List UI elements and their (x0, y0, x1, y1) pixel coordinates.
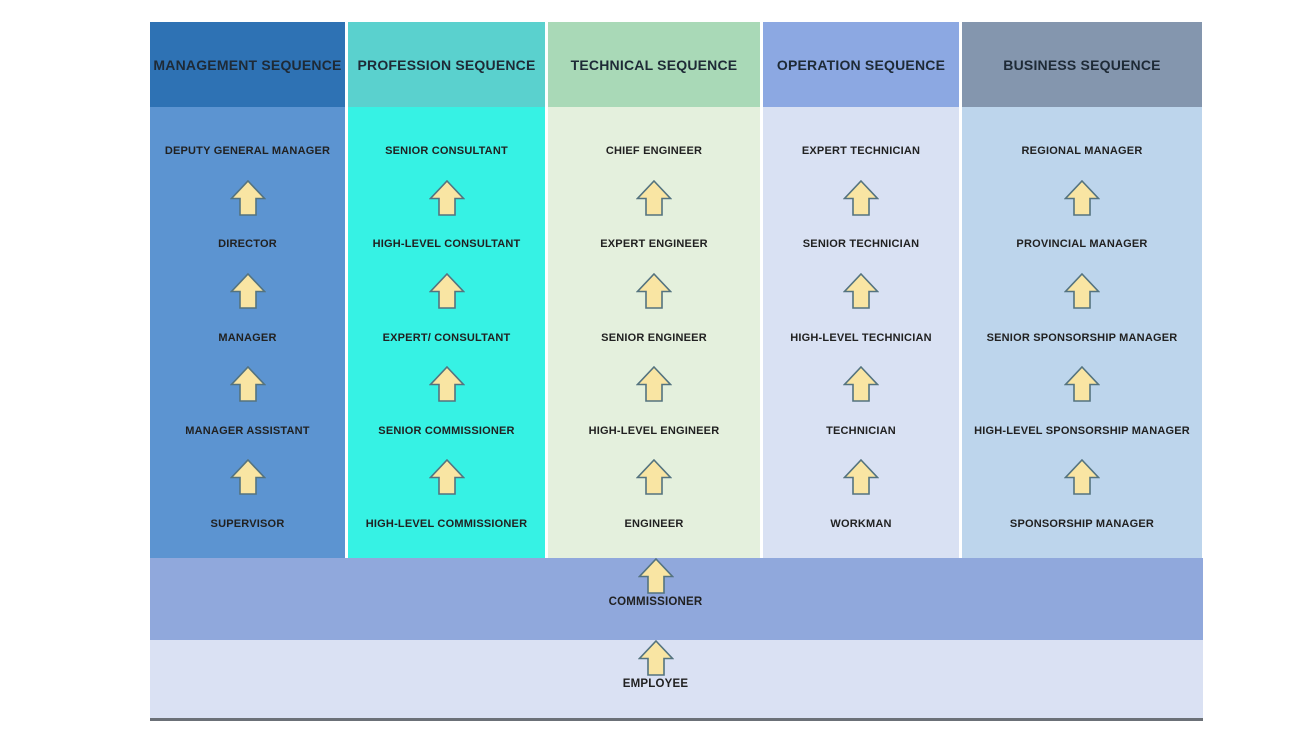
column-technical-sequence: TECHNICAL SEQUENCE CHIEF ENGINEER EXPERT… (548, 22, 760, 558)
role-label: HIGH-LEVEL CONSULTANT (372, 238, 521, 251)
column-management-sequence: MANAGEMENT SEQUENCE DEPUTY GENERAL MANAG… (150, 22, 345, 558)
up-arrow-icon (1064, 459, 1100, 495)
role-label: SENIOR CONSULTANT (385, 145, 508, 157)
up-arrow-icon (636, 366, 672, 402)
role-label: SENIOR COMMISSIONER (378, 424, 515, 437)
base-level-commissioner: COMMISSIONER (150, 558, 1203, 640)
role-label: SENIOR SPONSORSHIP MANAGER (986, 331, 1178, 344)
up-arrow-icon (230, 366, 266, 402)
up-arrow-icon (429, 273, 465, 309)
column-header: PROFESSION SEQUENCE (348, 22, 545, 107)
up-arrow-icon (1064, 366, 1100, 402)
up-arrow-icon (636, 459, 672, 495)
role-label: ENGINEER (624, 518, 684, 530)
role-label: CHIEF ENGINEER (605, 145, 703, 157)
column-header: OPERATION SEQUENCE (763, 22, 959, 107)
column-body: SENIOR CONSULTANT HIGH-LEVEL CONSULTANT … (348, 107, 545, 558)
role-label: SUPERVISOR (210, 518, 285, 530)
role-label: SENIOR TECHNICIAN (802, 238, 920, 251)
up-arrow-icon (843, 366, 879, 402)
up-arrow-icon (230, 273, 266, 309)
role-label: EXPERT ENGINEER (600, 238, 708, 251)
up-arrow-icon (429, 459, 465, 495)
role-label: PROVINCIAL MANAGER (1016, 238, 1148, 251)
role-label: HIGH-LEVEL ENGINEER (588, 424, 720, 437)
base-level-employee: EMPLOYEE (150, 640, 1203, 718)
up-arrow-icon (636, 180, 672, 216)
role-label: TECHNICIAN (826, 424, 896, 437)
column-body: DEPUTY GENERAL MANAGER DIRECTOR MANAGER … (150, 107, 345, 558)
up-arrow-icon (638, 640, 674, 676)
column-profession-sequence: PROFESSION SEQUENCE SENIOR CONSULTANT HI… (348, 22, 545, 558)
role-label: DIRECTOR (218, 238, 277, 251)
role-label: HIGH-LEVEL COMMISSIONER (365, 518, 528, 530)
up-arrow-icon (843, 273, 879, 309)
column-body: EXPERT TECHNICIAN SENIOR TECHNICIAN HIGH… (763, 107, 959, 558)
column-business-sequence: BUSINESS SEQUENCE REGIONAL MANAGER PROVI… (962, 22, 1202, 558)
role-label: SENIOR ENGINEER (601, 331, 707, 344)
up-arrow-icon (429, 180, 465, 216)
role-label: WORKMAN (830, 518, 892, 530)
sequence-columns: MANAGEMENT SEQUENCE DEPUTY GENERAL MANAG… (150, 22, 1203, 558)
up-arrow-icon (843, 459, 879, 495)
role-label: HIGH-LEVEL TECHNICIAN (790, 331, 932, 344)
bottom-border (150, 718, 1203, 721)
diagram-root: MANAGEMENT SEQUENCE DEPUTY GENERAL MANAG… (150, 22, 1203, 721)
role-label: EXPERT TECHNICIAN (801, 145, 921, 157)
role-label: HIGH-LEVEL SPONSORSHIP MANAGER (974, 424, 1190, 437)
up-arrow-icon (1064, 273, 1100, 309)
role-label: MANAGER ASSISTANT (185, 424, 310, 437)
base-level-label: EMPLOYEE (622, 678, 689, 690)
role-label: SPONSORSHIP MANAGER (1009, 518, 1155, 530)
up-arrow-icon (230, 459, 266, 495)
role-label: REGIONAL MANAGER (1021, 145, 1143, 157)
up-arrow-icon (843, 180, 879, 216)
up-arrow-icon (429, 366, 465, 402)
base-level-content: EMPLOYEE (129, 640, 1182, 690)
up-arrow-icon (638, 558, 674, 594)
role-label: MANAGER (218, 331, 277, 344)
base-level-content: COMMISSIONER (129, 558, 1182, 608)
column-body: CHIEF ENGINEER EXPERT ENGINEER SENIOR EN… (548, 107, 760, 558)
column-operation-sequence: OPERATION SEQUENCE EXPERT TECHNICIAN SEN… (763, 22, 959, 558)
up-arrow-icon (636, 273, 672, 309)
up-arrow-icon (1064, 180, 1100, 216)
column-header: TECHNICAL SEQUENCE (548, 22, 760, 107)
column-body: REGIONAL MANAGER PROVINCIAL MANAGER SENI… (962, 107, 1202, 558)
column-header: MANAGEMENT SEQUENCE (150, 22, 345, 107)
base-level-label: COMMISSIONER (608, 596, 703, 608)
role-label: EXPERT/ CONSULTANT (382, 331, 511, 344)
up-arrow-icon (230, 180, 266, 216)
role-label: DEPUTY GENERAL MANAGER (164, 145, 331, 157)
column-header: BUSINESS SEQUENCE (962, 22, 1202, 107)
